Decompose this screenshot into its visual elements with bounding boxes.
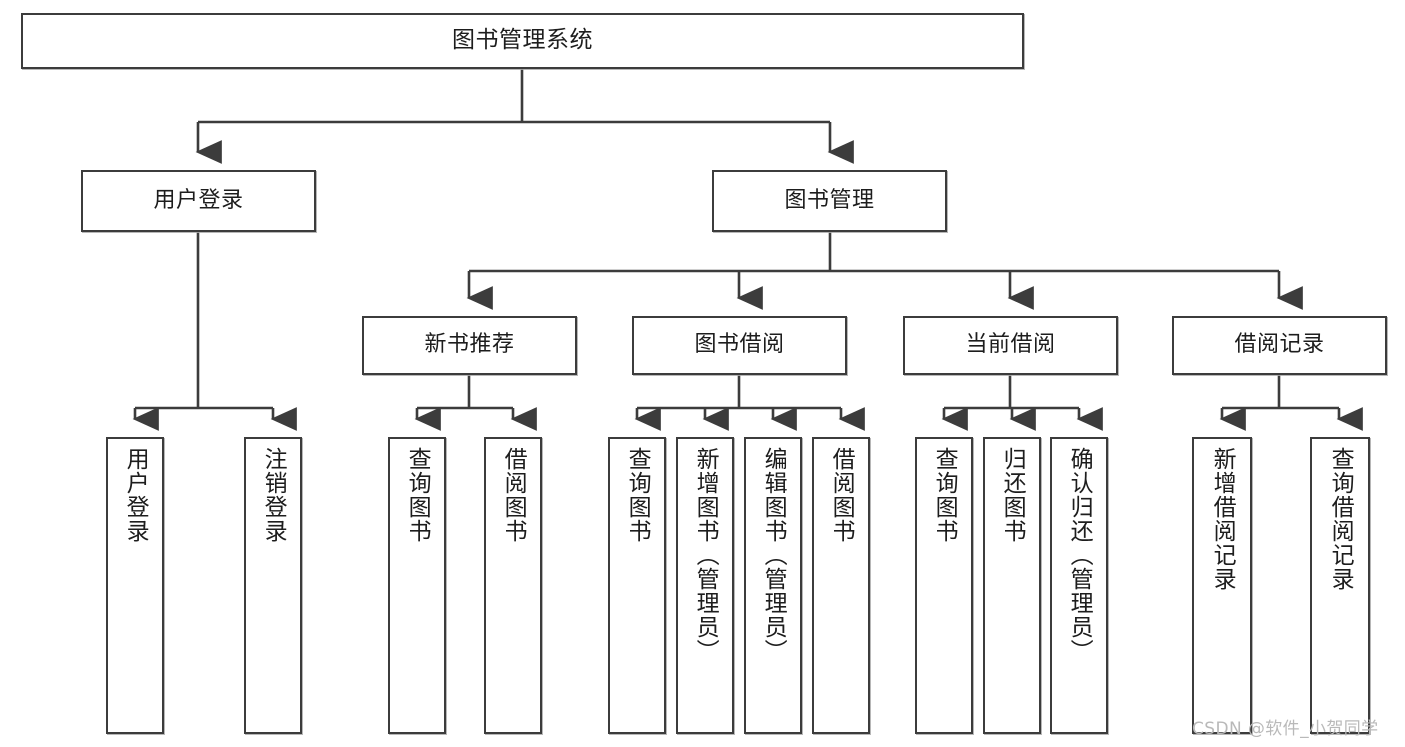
node-leaf-bookborrow-add-book[interactable]: 新增图书（管理员） [676, 437, 734, 734]
node-leaf-currentborrow-query-book-label: 查询图书 [931, 447, 958, 543]
node-leaf-record-add-record[interactable]: 新增借阅记录 [1192, 437, 1252, 734]
node-leaf-newbook-borrow-book-label: 借阅图书 [500, 447, 527, 543]
node-leaf-logout[interactable]: 注销登录 [244, 437, 302, 734]
node-root-system-label: 图书管理系统 [452, 27, 593, 54]
node-current-borrow[interactable]: 当前借阅 [903, 316, 1118, 375]
node-current-borrow-label: 当前借阅 [965, 332, 1056, 358]
node-leaf-bookborrow-add-book-label: 新增图书（管理员） [692, 447, 719, 663]
node-book-borrow[interactable]: 图书借阅 [632, 316, 847, 375]
node-leaf-bookborrow-query-book-label: 查询图书 [624, 447, 651, 543]
node-leaf-record-add-record-label: 新增借阅记录 [1209, 447, 1236, 591]
csdn-watermark: CSDN @软件_小贺同学 [1192, 719, 1379, 739]
node-leaf-currentborrow-return-book[interactable]: 归还图书 [983, 437, 1041, 734]
node-leaf-user-login-label: 用户登录 [122, 447, 149, 543]
node-leaf-user-login[interactable]: 用户登录 [106, 437, 164, 734]
node-user-login-label: 用户登录 [153, 187, 244, 213]
node-leaf-newbook-borrow-book[interactable]: 借阅图书 [484, 437, 542, 734]
node-leaf-currentborrow-return-book-label: 归还图书 [999, 447, 1026, 543]
node-leaf-bookborrow-edit-book[interactable]: 编辑图书（管理员） [744, 437, 802, 734]
node-leaf-newbook-query-book[interactable]: 查询图书 [388, 437, 446, 734]
node-leaf-bookborrow-query-book[interactable]: 查询图书 [608, 437, 666, 734]
node-leaf-currentborrow-query-book[interactable]: 查询图书 [915, 437, 973, 734]
node-leaf-newbook-query-book-label: 查询图书 [404, 447, 431, 543]
node-book-management[interactable]: 图书管理 [712, 170, 947, 232]
node-book-borrow-label: 图书借阅 [694, 332, 785, 358]
node-user-login[interactable]: 用户登录 [81, 170, 316, 232]
node-leaf-bookborrow-borrow-book[interactable]: 借阅图书 [812, 437, 870, 734]
node-leaf-record-query-record-label: 查询借阅记录 [1327, 447, 1354, 591]
node-leaf-logout-label: 注销登录 [260, 447, 287, 543]
node-leaf-currentborrow-confirm-return[interactable]: 确认归还（管理员） [1050, 437, 1108, 734]
node-borrow-record-label: 借阅记录 [1234, 332, 1325, 358]
node-book-management-label: 图书管理 [784, 187, 875, 213]
node-leaf-currentborrow-confirm-return-label: 确认归还（管理员） [1066, 447, 1093, 663]
node-new-book-recommend[interactable]: 新书推荐 [362, 316, 577, 375]
node-root-system[interactable]: 图书管理系统 [21, 13, 1024, 69]
node-leaf-record-query-record[interactable]: 查询借阅记录 [1310, 437, 1370, 734]
node-new-book-recommend-label: 新书推荐 [424, 332, 515, 358]
node-leaf-bookborrow-edit-book-label: 编辑图书（管理员） [760, 447, 787, 663]
node-leaf-bookborrow-borrow-book-label: 借阅图书 [828, 447, 855, 543]
node-borrow-record[interactable]: 借阅记录 [1172, 316, 1387, 375]
